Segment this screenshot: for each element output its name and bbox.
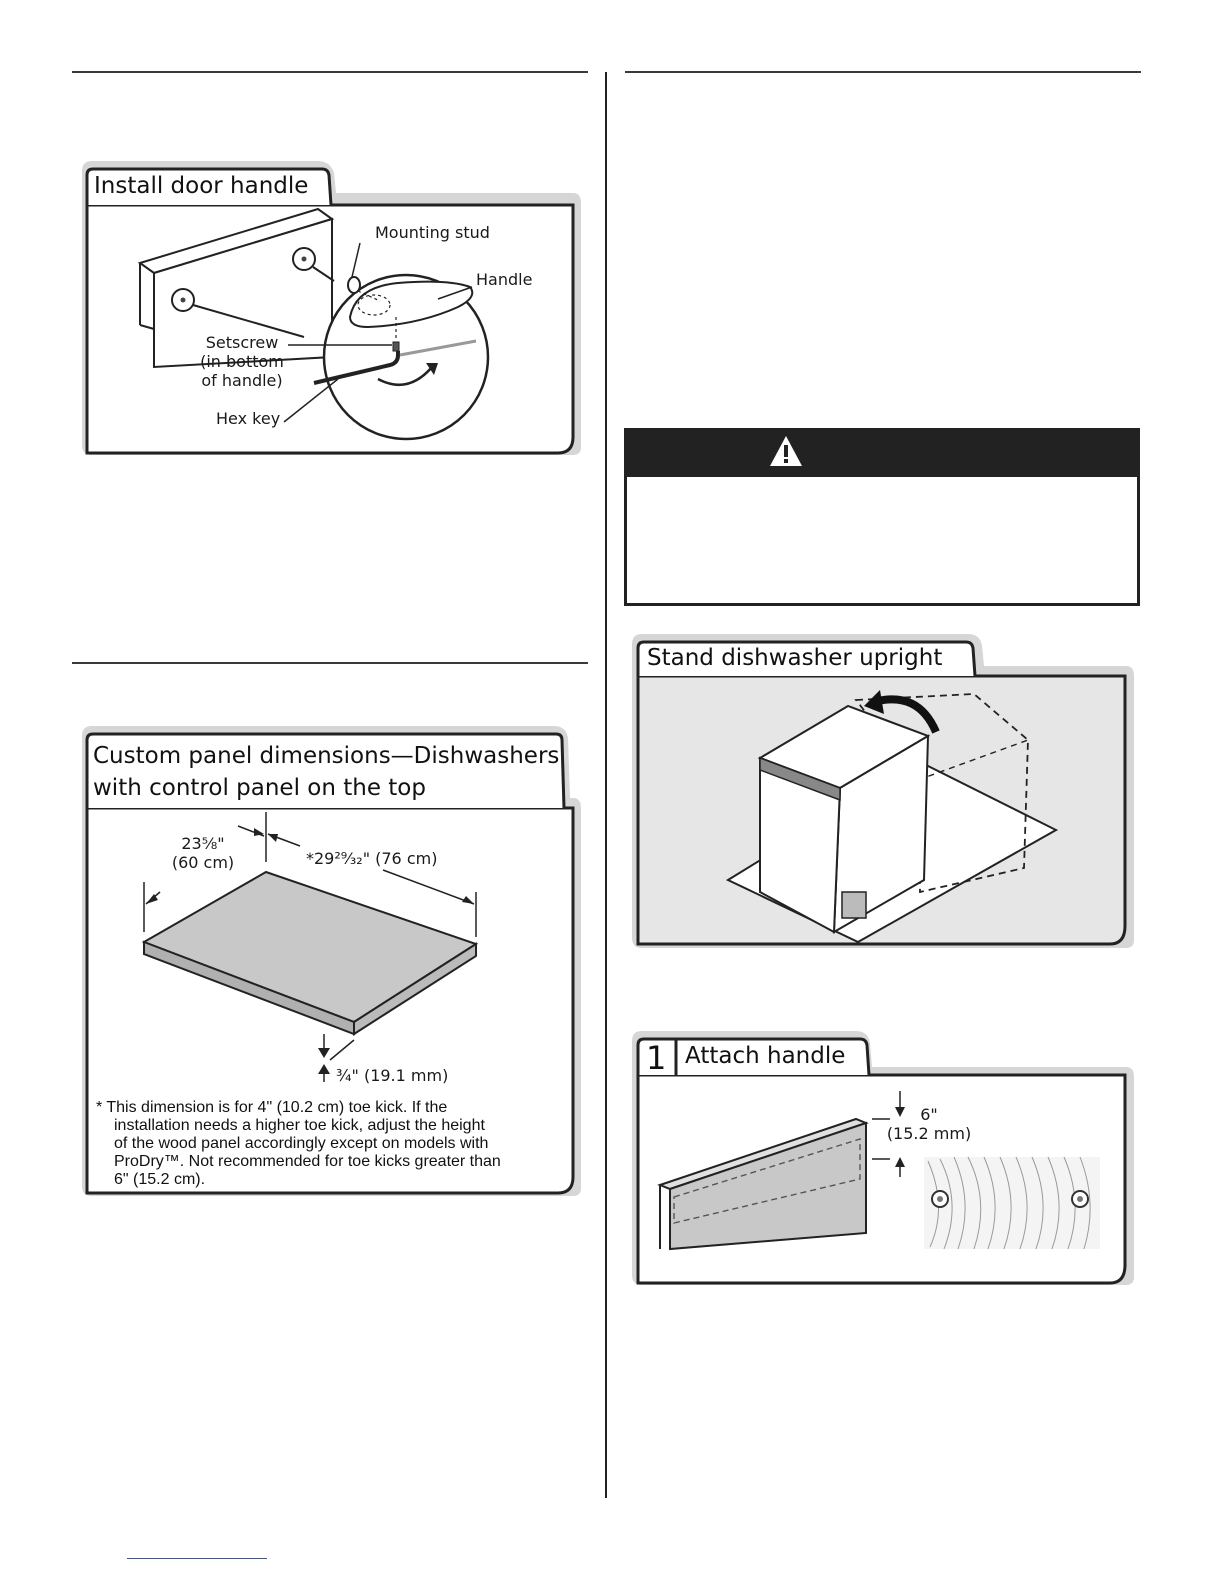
attach-handle-panel: 1 Attach handle 6" (15.2 mm) bbox=[628, 1027, 1136, 1287]
custom-panel-footnote: * This dimension is for 4" (10.2 cm) toe… bbox=[96, 1099, 566, 1189]
label-setscrew-line1: Setscrew bbox=[205, 333, 279, 352]
column-divider bbox=[605, 72, 607, 1498]
install-door-handle-illustration bbox=[82, 161, 581, 455]
footnote-line-5: 6" (15.2 cm). bbox=[114, 1171, 206, 1188]
label-setscrew: Setscrew (in bottom of handle) bbox=[182, 333, 302, 391]
attach-handle-title: Attach handle bbox=[685, 1043, 846, 1069]
dim-thickness-label: ¾" (19.1 mm) bbox=[336, 1066, 449, 1085]
label-hex-key: Hex key bbox=[216, 409, 281, 428]
warning-header-bar bbox=[624, 428, 1140, 476]
dim-width-line2: (60 cm) bbox=[171, 853, 235, 873]
footnote-line-2: installation needs a higher toe kick, ad… bbox=[114, 1117, 485, 1134]
attach-handle-illustration bbox=[632, 1031, 1134, 1285]
attach-handle-dim-line1: 6" bbox=[920, 1105, 938, 1124]
footnote-line-1: * This dimension is for 4" (10.2 cm) toe… bbox=[96, 1099, 448, 1116]
label-setscrew-line2: (in bottom bbox=[200, 352, 284, 372]
attach-handle-dim-line2: (15.2 mm) bbox=[886, 1124, 972, 1144]
custom-panel-dimensions-panel: Custom panel dimensions—Dishwashers with… bbox=[78, 722, 583, 1198]
attach-handle-dim-label: 6" (15.2 mm) bbox=[880, 1105, 978, 1143]
section-rule-top-right bbox=[625, 71, 1141, 73]
warning-body-box bbox=[624, 474, 1140, 606]
label-setscrew-line3: of handle) bbox=[201, 371, 283, 391]
attach-handle-step-number: 1 bbox=[646, 1039, 667, 1077]
stand-upright-panel: Stand dishwasher upright bbox=[628, 630, 1136, 950]
custom-panel-title-line1: Custom panel dimensions—Dishwashers bbox=[93, 743, 560, 769]
dim-width-label: 23⅝" (60 cm) bbox=[160, 834, 246, 872]
dim-width-line1: 23⅝" bbox=[181, 834, 225, 853]
section-rule-mid-left bbox=[72, 662, 588, 664]
custom-panel-title: Custom panel dimensions—Dishwashers with… bbox=[93, 740, 559, 804]
custom-panel-title-line2: with control panel on the top bbox=[93, 775, 426, 801]
install-door-handle-panel: Install door handle Mounting stud Handle… bbox=[78, 157, 583, 457]
footnote-line-3: of the wood panel accordingly except on … bbox=[114, 1135, 489, 1152]
label-handle: Handle bbox=[476, 270, 533, 289]
footer-link-underline[interactable] bbox=[127, 1558, 267, 1559]
label-mounting-stud: Mounting stud bbox=[375, 223, 490, 242]
install-door-handle-title: Install door handle bbox=[94, 173, 309, 199]
dim-height-label: *29²⁹⁄₃₂" (76 cm) bbox=[306, 849, 438, 868]
section-rule-top-left bbox=[72, 71, 588, 73]
footnote-line-4: ProDry™. Not recommended for toe kicks g… bbox=[114, 1153, 501, 1170]
stand-upright-illustration bbox=[632, 634, 1134, 948]
warning-triangle-icon bbox=[770, 436, 802, 466]
wood-grain-swatch bbox=[924, 1156, 1100, 1250]
stand-upright-title: Stand dishwasher upright bbox=[647, 645, 943, 671]
custom-panel-illustration bbox=[82, 726, 581, 1196]
